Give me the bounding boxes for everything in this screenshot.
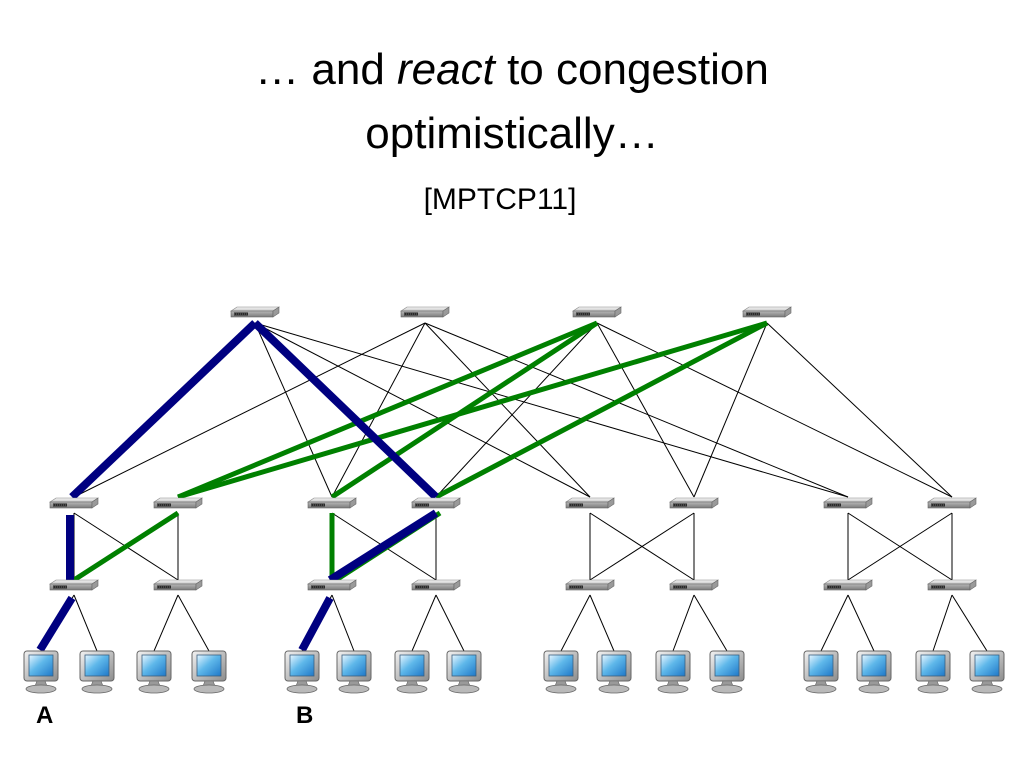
aggregation-switch — [411, 497, 461, 509]
title-line2: optimistically… — [365, 109, 659, 158]
host-computer-icon — [191, 650, 227, 694]
aggregation-switch — [307, 497, 357, 509]
edge-switch — [153, 579, 203, 591]
edge-switch — [411, 579, 461, 591]
edge-switch — [669, 579, 719, 591]
title-prefix: … and — [255, 45, 398, 94]
pod-links — [73, 512, 953, 581]
host-computer-icon — [446, 650, 482, 694]
edge-switch — [49, 579, 99, 591]
host-computer-icon — [655, 650, 691, 694]
aggregation-switch — [49, 497, 99, 509]
aggregation-switch — [823, 497, 873, 509]
edge-switch — [307, 579, 357, 591]
edge-switch — [565, 579, 615, 591]
flow-paths-navy — [36, 320, 439, 653]
core-switch — [230, 306, 280, 318]
host-computer-icon — [969, 650, 1005, 694]
core-switches — [230, 306, 792, 318]
core-links — [73, 322, 953, 498]
slide-title: … and react to congestion optimistically… — [0, 38, 1024, 166]
subflow-paths-green — [72, 320, 769, 583]
aggregation-switches — [49, 497, 977, 509]
core-switch — [572, 306, 622, 318]
host-computer-icon — [856, 650, 892, 694]
aggregation-switch — [669, 497, 719, 509]
host-computer-icon — [803, 650, 839, 694]
citation: [MPTCP11] — [423, 183, 577, 216]
host-computer-icon — [136, 650, 172, 694]
host-computer-icon — [79, 650, 115, 694]
title-suffix: to congestion — [494, 45, 769, 94]
host-computer-icon — [709, 650, 745, 694]
host-computer-icon — [336, 650, 372, 694]
edge-switch — [927, 579, 977, 591]
title-emphasis: react — [397, 45, 495, 94]
host-computer-icon — [284, 650, 320, 694]
host-computer-icon — [23, 650, 59, 694]
host-links — [40, 594, 988, 652]
core-switch — [400, 306, 450, 318]
hosts — [23, 650, 1005, 694]
aggregation-switch — [927, 497, 977, 509]
host-label-b: B — [296, 702, 313, 729]
core-switch — [742, 306, 792, 318]
aggregation-switch — [565, 497, 615, 509]
edge-switches — [49, 579, 977, 591]
edge-switch — [823, 579, 873, 591]
host-computer-icon — [915, 650, 951, 694]
host-computer-icon — [596, 650, 632, 694]
aggregation-switch — [153, 497, 203, 509]
host-label-a: A — [36, 702, 53, 729]
host-computer-icon — [543, 650, 579, 694]
host-computer-icon — [394, 650, 430, 694]
